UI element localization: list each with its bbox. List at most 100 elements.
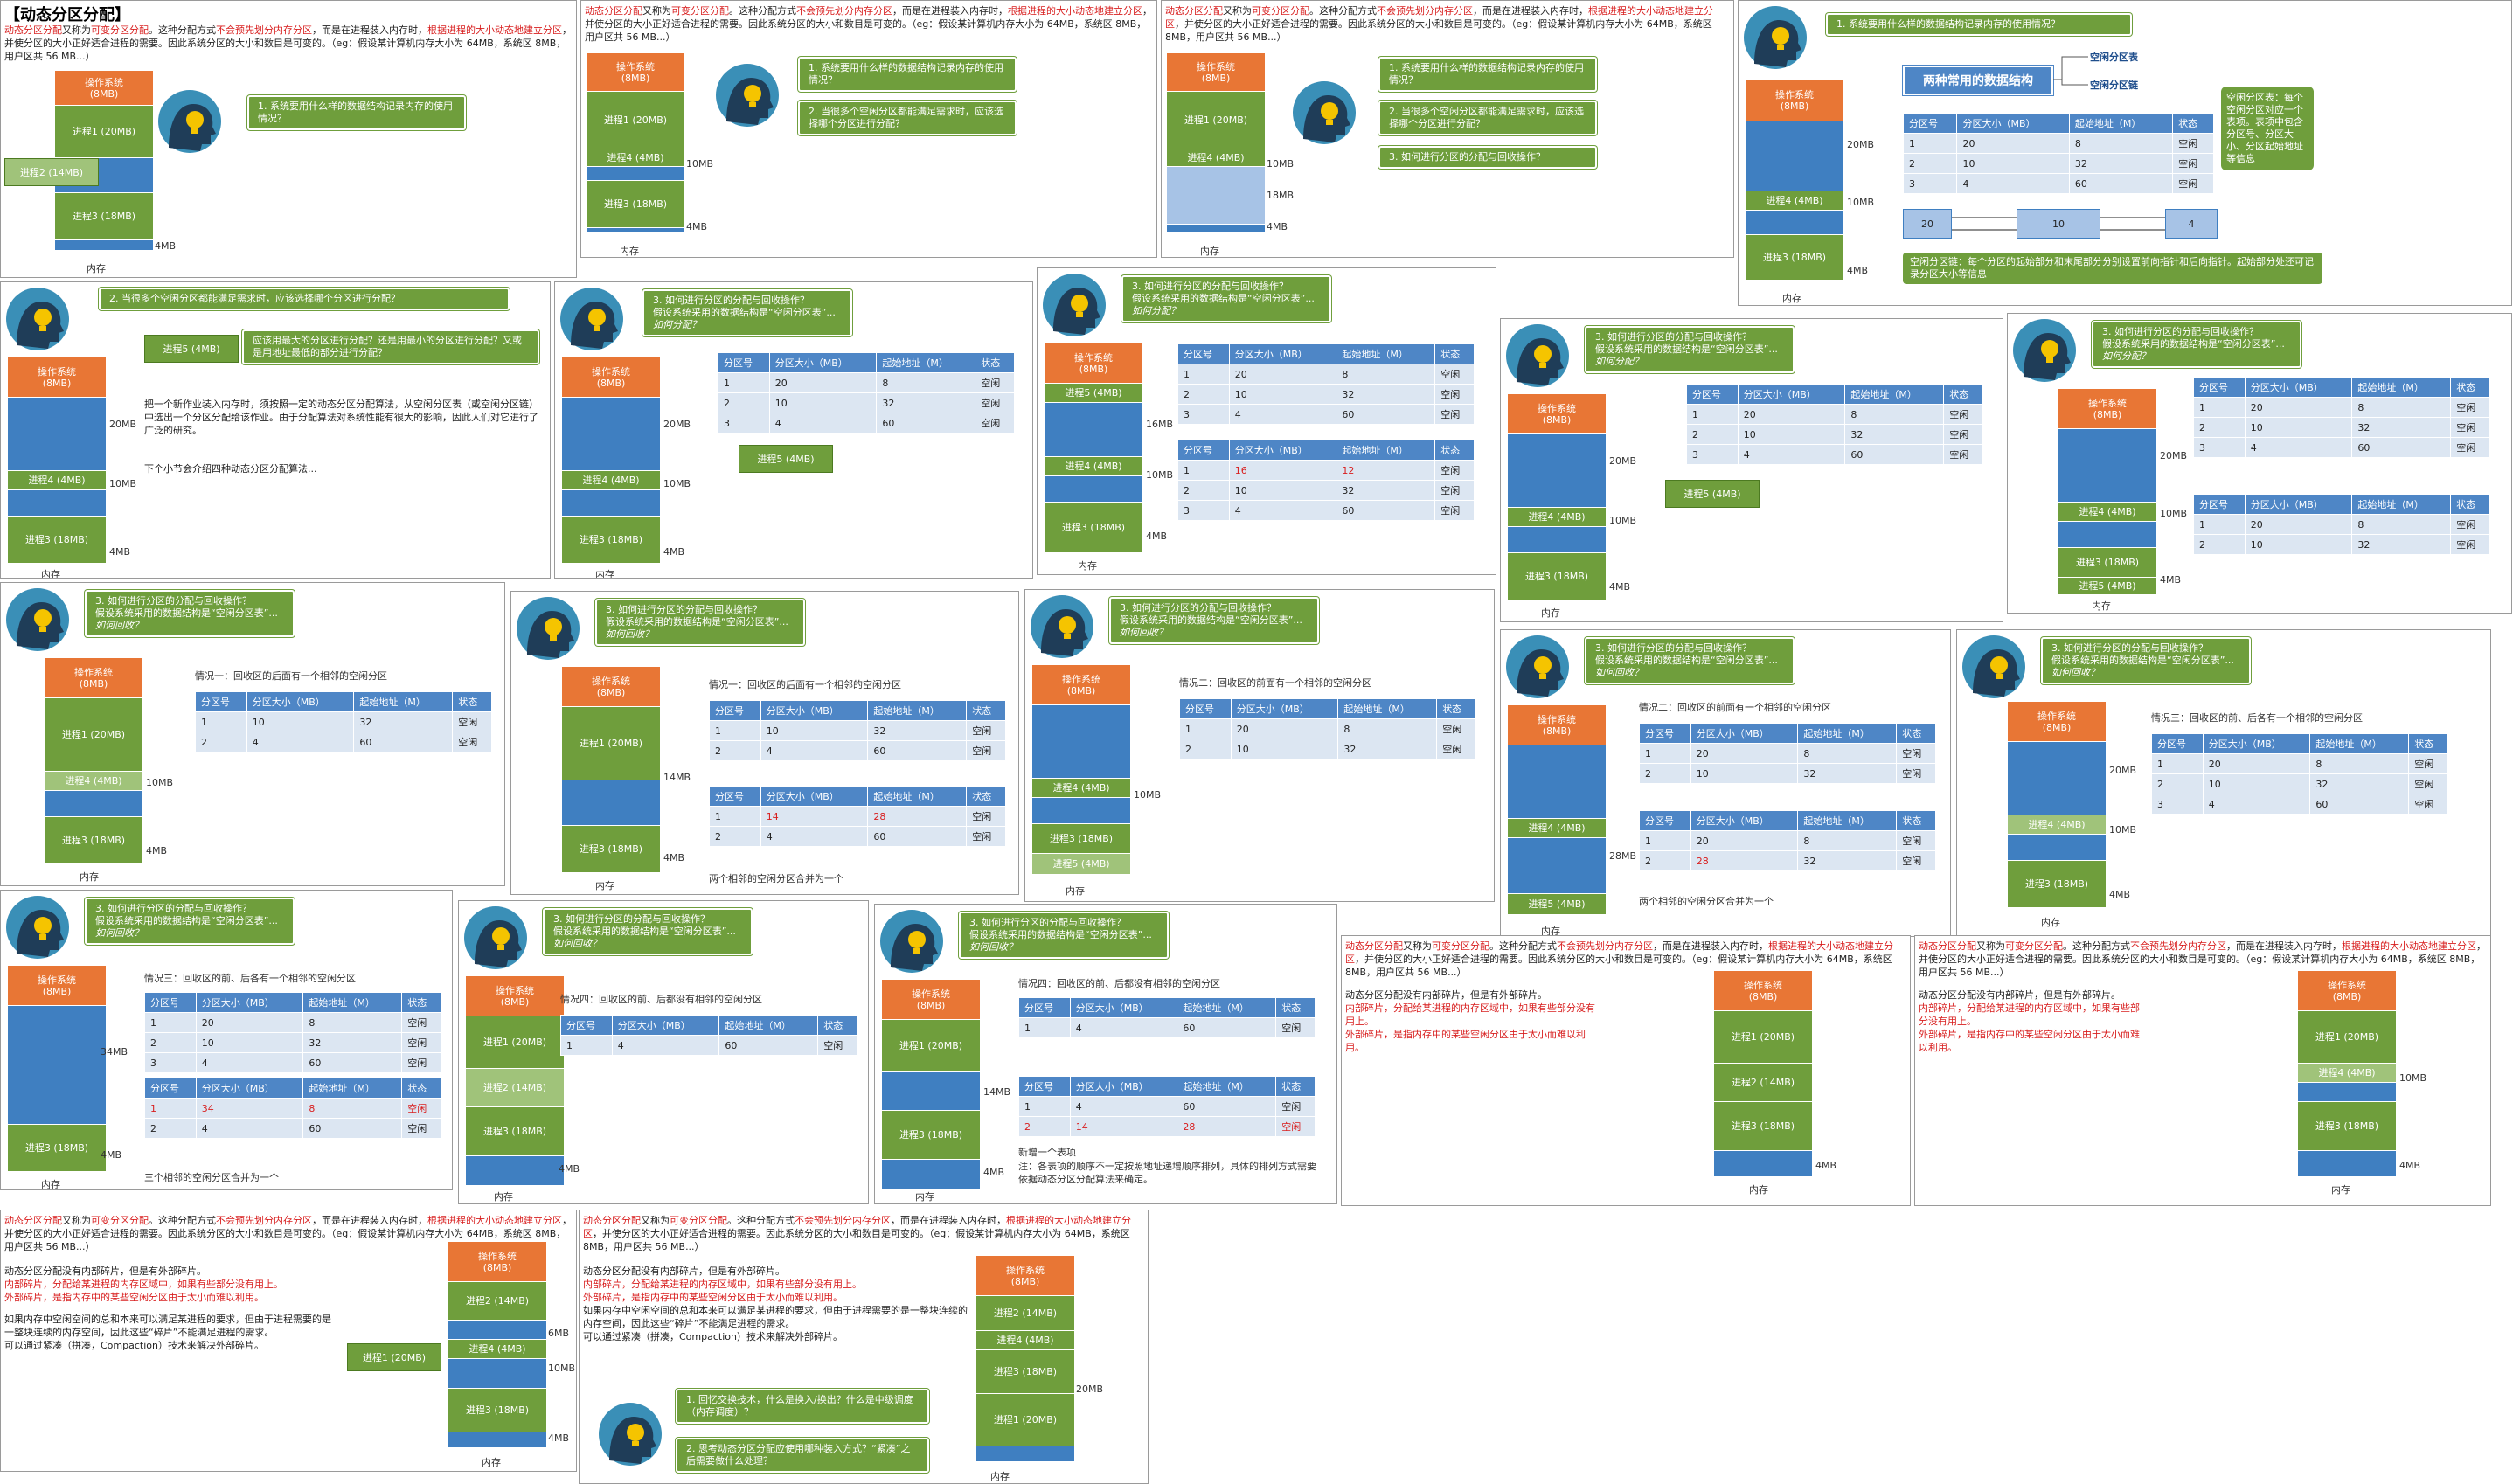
fragment-text: 动态分区分配没有内部碎片，但是有外部碎片。内部碎片，分配给某进程的内存区域中，如… <box>4 1266 331 1351</box>
table-cell: 60 <box>353 732 454 752</box>
memory-label: 内存 <box>494 1191 513 1203</box>
memory-column: 操作系统(8MB) 进程4 (4MB) 进程5 (4MB) <box>1508 705 1606 915</box>
memory-label: 内存 <box>2092 600 2111 612</box>
table-cell: 20 <box>2244 514 2353 535</box>
table-cell: 60 <box>2068 173 2174 194</box>
thinker-icon <box>597 1401 663 1467</box>
os-block: 操作系统(8MB) <box>2008 702 2106 742</box>
table-cell: 空闲 <box>1896 763 1936 784</box>
process-3-block: 进程3 (18MB) <box>45 817 142 864</box>
free-block <box>2298 1151 2396 1177</box>
memory-column: 操作系统(8MB) 进程2 (14MB) 进程4 (4MB) 进程3 (18MB… <box>448 1242 546 1448</box>
table-cell: 空闲 <box>1436 739 1476 759</box>
process-4-block: 进程4 (4MB) <box>587 149 684 167</box>
thinker-icon <box>1029 593 1095 660</box>
table-cell: 1 <box>718 372 770 393</box>
table-cell: 空闲 <box>2450 514 2490 535</box>
os-block: 操作系统(8MB) <box>976 1256 1074 1296</box>
merge-caption: 两个相邻的空闲分区合并为一个 <box>1639 896 1774 907</box>
size-label: 4MB <box>686 221 708 232</box>
thinker-icon <box>1504 634 1571 700</box>
panel-alloc-4: 3. 如何进行分区的分配与回收操作？假设系统采用的数据结构是“空闲分区表”...… <box>2007 313 2512 614</box>
table-cell: 4 <box>2244 437 2353 458</box>
os-block: 操作系统(8MB) <box>1714 971 1812 1011</box>
table-cell: 2 <box>1018 1116 1071 1137</box>
table-cell: 10 <box>2202 773 2311 794</box>
size-label: 10MB <box>1267 158 1295 170</box>
order-note: 注：各表项的顺序不一定按照地址递增顺序排列，具体的排列方式需要依据动态分区分配算… <box>1018 1161 1316 1185</box>
size-label: 4MB <box>1815 1160 1837 1171</box>
process-1-block: 进程1 (20MB) <box>882 1020 980 1072</box>
chain-node: 4 <box>2165 209 2218 239</box>
table-cell: 32 <box>1336 480 1436 501</box>
table-cell: 空闲 <box>2172 173 2214 194</box>
table-cell: 60 <box>876 413 976 433</box>
size-label: 10MB <box>1847 197 1875 208</box>
table-cell: 4 <box>1069 1017 1178 1038</box>
process-5-block: 进程5 (4MB) <box>1045 384 1142 403</box>
size-label: 20MB <box>2160 450 2188 461</box>
process-5-block: 进程5 (4MB) <box>1508 894 1606 915</box>
ds-title: 两种常用的数据结构 <box>1903 66 2053 95</box>
table-cell: 28 <box>1690 850 1799 871</box>
table-cell: 8 <box>302 1098 403 1119</box>
thinker-icon <box>1041 272 1107 338</box>
thinker-icon <box>4 894 71 960</box>
free-block <box>2058 429 2156 503</box>
table-cell: 8 <box>1797 830 1898 851</box>
chain-node: 20 <box>1903 209 1952 239</box>
free-block <box>8 1006 106 1125</box>
table-cell: 20 <box>2202 753 2311 774</box>
os-block: 操作系统(8MB) <box>587 53 684 92</box>
table-cell: 60 <box>867 740 968 761</box>
memory-column: 操作系统(8MB) 进程2 (14MB) 进程4 (4MB) 进程3 (18MB… <box>976 1256 1074 1462</box>
question-bubble: 2. 思考动态分区分配应使用哪种装入方式？“紧凑”之后需要做什么处理？ <box>676 1438 929 1473</box>
os-block: 操作系统(8MB) <box>1508 705 1606 745</box>
size-label: 4MB <box>155 240 177 252</box>
table-cell: 空闲 <box>401 1052 441 1073</box>
process-4-block: 进程4 (4MB) <box>448 1340 546 1359</box>
memory-label: 内存 <box>1066 885 1085 897</box>
table-cell: 空闲 <box>1434 384 1475 405</box>
size-label: 4MB <box>663 546 685 558</box>
intro-text: 动态分区分配又称为可变分区分配。这种分配方式不会预先划分内存分区，而是在进程装入… <box>583 1215 1131 1252</box>
table-cell: 2 <box>195 732 247 752</box>
table-cell: 空闲 <box>975 392 1015 413</box>
panel-alloc-1: 3. 如何进行分区的分配与回收操作？假设系统采用的数据结构是“空闲分区表”...… <box>554 281 1033 579</box>
panel-data-structure: 1. 系统要用什么样的数据结构记录内存的使用情况？ 操作系统(8MB) 进程4 … <box>1738 0 2512 306</box>
table-cell: 20 <box>1737 404 1846 425</box>
table-cell: 32 <box>2351 417 2452 438</box>
question-bubble: 2. 当很多个空闲分区都能满足需求时，应该选择哪个分区进行分配？ <box>798 101 1017 135</box>
process-3-block: 进程3 (18MB) <box>2058 548 2156 578</box>
intro-text: 动态分区分配又称为可变分区分配。这种分配方式不会预先划分内存分区，而是在进程装入… <box>1345 940 1893 978</box>
table-cell: 空闲 <box>2450 397 2490 418</box>
table-cell: 空闲 <box>1436 718 1476 739</box>
table-cell: 10 <box>760 720 869 741</box>
free-block <box>1508 838 1606 894</box>
os-block: 操作系统(8MB) <box>8 966 106 1006</box>
process-3-block: 进程3 (18MB) <box>1714 1102 1812 1151</box>
table-cell: 60 <box>718 1035 819 1056</box>
table-cell: 1 <box>1177 364 1230 385</box>
table-cell: 1 <box>2193 397 2246 418</box>
table-cell: 10 <box>768 392 878 413</box>
table-cell: 8 <box>2068 133 2174 154</box>
free-block <box>1714 1151 1812 1177</box>
memory-column: 操作系统(8MB) 进程1 (20MB) 进程3 (18MB) <box>882 980 980 1189</box>
thinker-icon <box>462 905 529 971</box>
panel-recycle-2b: 3. 如何进行分区的分配与回收操作？假设系统采用的数据结构是“空闲分区表”...… <box>1500 629 1951 937</box>
thinker-icon <box>1961 634 2027 700</box>
table-cell: 20 <box>1956 133 2070 154</box>
table-cell: 10 <box>246 711 355 732</box>
